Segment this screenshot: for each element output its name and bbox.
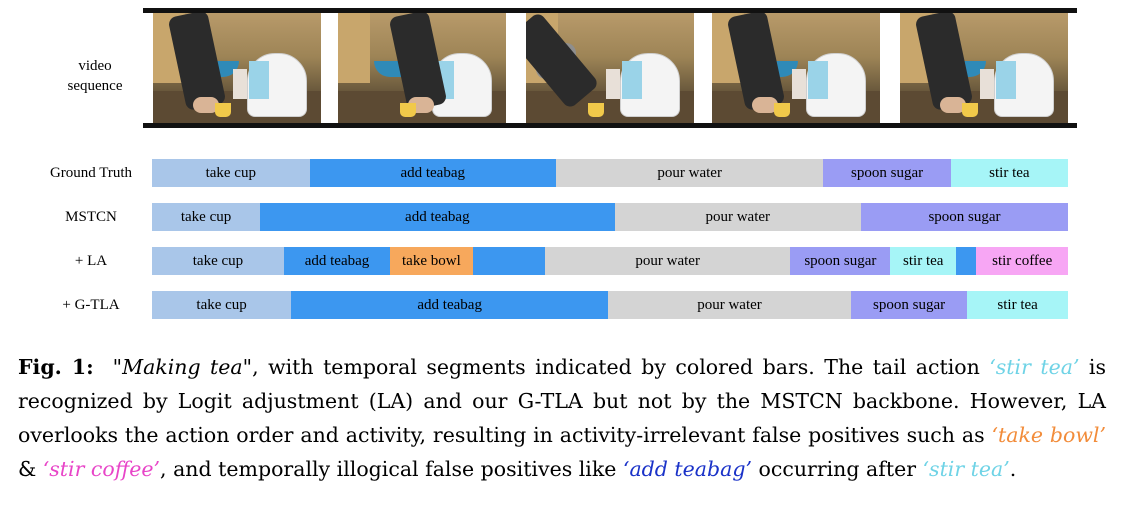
segment-add-teabag: add teabag xyxy=(260,203,615,231)
segment-pour-water: pour water xyxy=(614,203,861,231)
segment-pour-water: pour water xyxy=(608,291,851,319)
row-label: MSTCN xyxy=(65,209,117,225)
segment-add-teabag xyxy=(472,247,545,275)
segment-add-teabag: add teabag xyxy=(309,159,556,187)
segment-pour-water: pour water xyxy=(555,159,824,187)
caption-add-teabag: ‘add teabag’ xyxy=(622,457,752,481)
caption-text-6: . xyxy=(1009,457,1017,481)
segment-take-cup: take cup xyxy=(152,159,310,187)
segment-stir-tea: stir tea xyxy=(890,247,957,275)
segment-spoon-sugar: spoon sugar xyxy=(860,203,1068,231)
video-sequence-label: video sequence xyxy=(40,56,150,96)
caption-take-bowl: ‘take bowl’ xyxy=(991,423,1107,447)
caption-title: "Making tea" xyxy=(112,355,253,379)
segment-spoon-sugar: spoon sugar xyxy=(850,291,968,319)
row-label: + G-TLA xyxy=(62,297,120,313)
video-filmstrip xyxy=(143,8,1077,128)
video-frame-5 xyxy=(900,13,1068,123)
segment-spoon-sugar: spoon sugar xyxy=(790,247,891,275)
caption-text-1: , with temporal segments indicated by co… xyxy=(252,355,990,379)
video-label-line1: video xyxy=(78,58,112,74)
segment-add-teabag xyxy=(956,247,977,275)
segment-stir-tea: stir tea xyxy=(950,159,1068,187)
row-label: Ground Truth xyxy=(49,165,133,181)
video-frame-2 xyxy=(338,13,506,123)
video-frame-4 xyxy=(712,13,880,123)
row-label: + LA xyxy=(74,253,108,269)
segment-stir-tea: stir tea xyxy=(967,291,1068,319)
figure-caption: Fig. 1: "Making tea", with temporal segm… xyxy=(18,350,1106,486)
segment-take-cup: take cup xyxy=(152,291,292,319)
caption-stir-tea-2: ‘stir tea’ xyxy=(922,457,1010,481)
segment-take-cup: take cup xyxy=(152,247,284,275)
caption-text-2: is recognized by Logit adjustment (LA) a… xyxy=(18,355,1107,447)
caption-text-3: & xyxy=(18,457,43,481)
filmstrip-top-bar xyxy=(143,8,1077,13)
segment-add-teabag: add teabag xyxy=(283,247,391,275)
video-frame-1 xyxy=(153,13,321,123)
segment-add-teabag: add teabag xyxy=(291,291,609,319)
segment-spoon-sugar: spoon sugar xyxy=(823,159,951,187)
caption-fig-number: Fig. 1: xyxy=(18,355,94,379)
caption-stir-tea-1: ‘stir tea’ xyxy=(989,355,1080,379)
segment-take-bowl: take bowl xyxy=(390,247,473,275)
segment-take-cup: take cup xyxy=(152,203,261,231)
segment-pour-water: pour water xyxy=(544,247,791,275)
video-frame-3 xyxy=(526,13,694,123)
caption-text-4: , and temporally illogical false positiv… xyxy=(160,457,623,481)
caption-stir-coffee: ‘stir coffee’ xyxy=(42,457,161,481)
caption-text-5: occurring after xyxy=(752,457,923,481)
video-label-line2: sequence xyxy=(67,78,123,94)
segment-stir-coffee: stir coffee xyxy=(976,247,1068,275)
filmstrip-bottom-bar xyxy=(143,123,1077,128)
